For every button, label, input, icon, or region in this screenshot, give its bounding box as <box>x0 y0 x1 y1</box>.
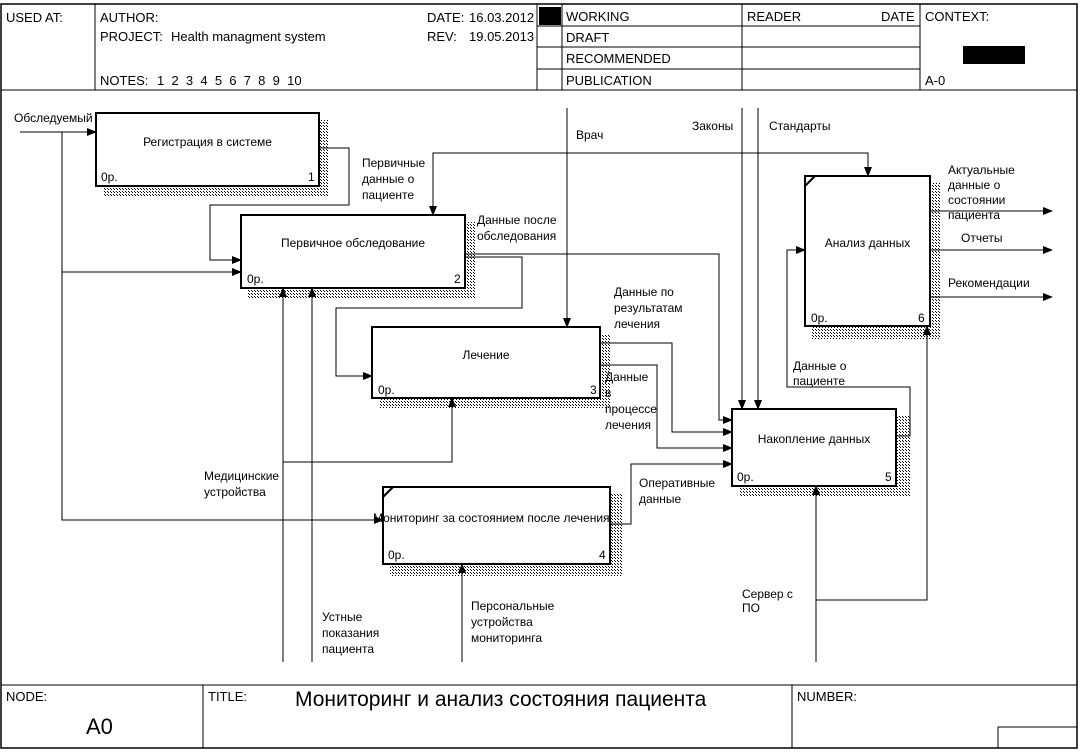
status-recommended: RECOMMENDED <box>566 51 671 66</box>
box-5-num: 5 <box>885 470 892 484</box>
header-grid <box>1 4 1077 91</box>
box-primary-exam <box>240 214 466 289</box>
reader-label: READER <box>747 9 802 24</box>
label-patient-data-2: пациенте <box>793 374 846 388</box>
label-laws: Законы <box>692 119 734 133</box>
number-label: NUMBER: <box>797 689 857 704</box>
label-reports: Отчеты <box>961 231 1003 245</box>
rev-value: 19.05.2013 <box>469 29 535 44</box>
label-server-1: Сервер с <box>742 587 793 601</box>
context-node: A-0 <box>925 73 946 88</box>
label-primary-data-3: пациенте <box>362 188 415 202</box>
notes-label: NOTES: <box>100 73 149 88</box>
label-actual-1: Актуальные <box>948 163 1015 177</box>
box-monitoring <box>382 486 611 565</box>
box-registration <box>95 112 320 187</box>
label-med-devices-1: Медицинские <box>204 469 280 483</box>
label-personal-3: мониторинга <box>471 631 543 645</box>
footer-grid <box>1 684 1078 749</box>
project-label: PROJECT: <box>100 29 163 44</box>
context-box <box>963 46 1025 64</box>
label-after-exam-1: Данные после <box>477 213 557 227</box>
rev-label: REV: <box>427 29 457 44</box>
box-6-label: Анализ данных <box>824 236 911 250</box>
label-results-1: Данные по <box>614 285 674 299</box>
label-recommendations: Рекомендации <box>948 276 1030 290</box>
label-actual-2: данные о <box>948 178 1001 192</box>
status-publication: PUBLICATION <box>566 73 652 88</box>
box-accumulation <box>731 408 897 487</box>
date-value: 16.03.2012 <box>469 10 535 25</box>
label-patients: Обследуемый <box>14 111 93 125</box>
label-actual-4: пациента <box>948 208 1001 222</box>
label-results-3: лечения <box>614 317 661 331</box>
box-2-label: Первичное обследование <box>280 236 426 250</box>
label-during-2: в <box>605 386 612 400</box>
label-personal-2: устройства <box>471 615 533 629</box>
project-value: Health managment system <box>171 29 326 44</box>
label-oral-3: пациента <box>322 642 375 656</box>
label-doctor: Врач <box>576 128 604 142</box>
context-label: CONTEXT: <box>925 9 990 24</box>
label-primary-data-1: Первичные <box>362 156 426 170</box>
box-5-cost: 0р. <box>737 470 754 484</box>
status-working: WORKING <box>566 9 630 24</box>
node-label: NODE: <box>6 689 48 704</box>
box-analysis <box>804 175 931 327</box>
label-med-devices-2: устройства <box>204 485 266 499</box>
title-label: TITLE: <box>208 689 248 704</box>
box-1-label: Регистрация в системе <box>143 135 272 149</box>
label-primary-data-2: данные о <box>362 172 415 186</box>
label-oral-2: показания <box>322 626 380 640</box>
box-3-num: 3 <box>590 383 597 397</box>
label-patient-data-1: Данные о <box>793 359 847 373</box>
box-2-cost: 0р. <box>247 272 264 286</box>
used-at-label: USED AT: <box>6 10 63 25</box>
label-server-2: ПО <box>742 601 760 615</box>
arrows <box>20 108 1053 662</box>
box-2-num: 2 <box>454 272 461 286</box>
box-4-cost: 0р. <box>388 548 405 562</box>
author-label: AUTHOR: <box>100 10 159 25</box>
box-3-label: Лечение <box>462 348 510 362</box>
label-operative-2: данные <box>639 492 682 506</box>
box-5-label: Накопление данных <box>757 432 871 446</box>
box-treatment <box>371 326 601 399</box>
node-value: A0 <box>86 714 113 739</box>
label-personal-1: Персональные <box>471 599 555 613</box>
label-during-3: процессе <box>605 402 657 416</box>
box-3-cost: 0р. <box>378 383 395 397</box>
working-marker <box>539 7 561 25</box>
label-during-1: Данные <box>605 370 649 384</box>
page-title: Мониторинг и анализ состояния пациента <box>295 688 707 711</box>
box-1-num: 1 <box>308 170 315 184</box>
reader-date-label: DATE <box>881 9 915 24</box>
label-results-2: результатам <box>614 301 683 315</box>
box-1-cost: 0р. <box>101 170 118 184</box>
box-6-cost: 0р. <box>811 311 828 325</box>
label-after-exam-2: обследования <box>477 229 557 243</box>
status-draft: DRAFT <box>566 30 610 45</box>
box-4-label: Мониторинг за состоянием после лечения <box>373 511 610 525</box>
label-operative-1: Оперативные <box>639 476 716 490</box>
label-during-4: лечения <box>605 418 652 432</box>
label-actual-3: состоянии <box>948 193 1006 207</box>
box-6-num: 6 <box>918 311 925 325</box>
box-4-num: 4 <box>599 548 606 562</box>
boxes <box>95 112 931 565</box>
label-oral-1: Устные <box>322 610 363 624</box>
date-label: DATE: <box>427 10 465 25</box>
label-standards: Стандарты <box>769 119 831 133</box>
notes-values: 1 2 3 4 5 6 7 8 9 10 <box>157 73 302 88</box>
